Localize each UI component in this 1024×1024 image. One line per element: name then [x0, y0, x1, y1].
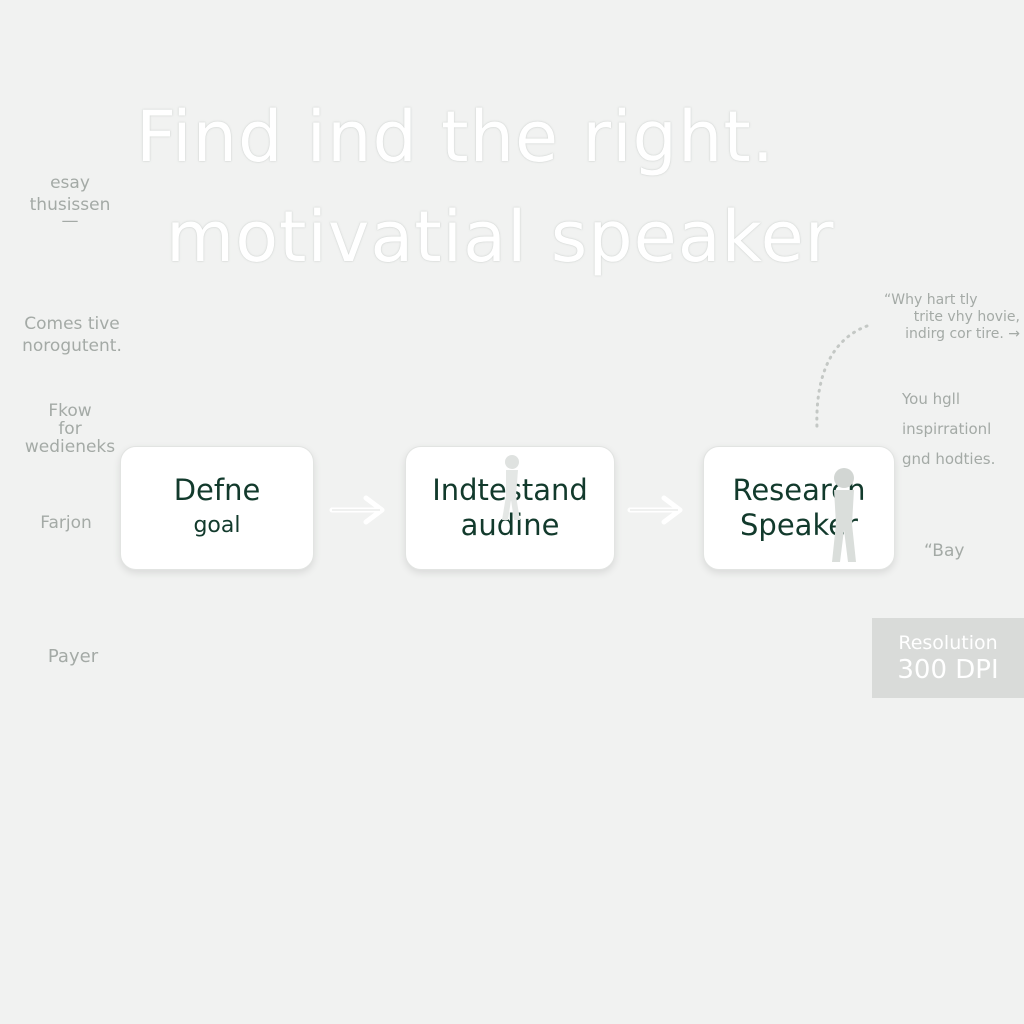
left-note-5: Payer — [47, 646, 99, 667]
resolution-label: Resolution — [898, 632, 998, 654]
right-note-bay: “Bay — [924, 541, 965, 561]
left-note-4: Farjon — [40, 513, 92, 533]
diagram-title-line-2: motivatial speaker — [166, 196, 835, 278]
arrow-right-icon — [329, 495, 385, 525]
person-silhouette-icon — [832, 468, 856, 562]
left-note-2: Comes tive norogutent. — [22, 314, 122, 356]
step-1-label-line-1: Defne — [173, 473, 261, 507]
diagram-title-line-1: Find ind the right. — [136, 96, 776, 178]
person-silhouette-icon — [502, 455, 520, 520]
dotted-connector-curve — [815, 324, 869, 430]
step-research-speaker: Research Speaker — [703, 446, 895, 570]
step-1-label-line-2: goal — [193, 513, 241, 538]
resolution-value: 300 DPI — [897, 655, 999, 685]
resolution-badge: Resolution 300 DPI — [872, 618, 1024, 698]
left-note-3: Fkow for wedieneks — [24, 401, 116, 457]
left-note-1: esay thusissen — — [29, 173, 111, 231]
right-note-inspiration: You hgll inspirrationl gnd hodties. — [902, 390, 996, 468]
step-2-label-line-2: audine — [460, 508, 560, 542]
right-note-quote: “Why hart tly trite vhy hovie, indirg co… — [884, 292, 1020, 342]
step-define-goal: Defne goal — [120, 446, 314, 570]
arrow-right-icon — [627, 495, 683, 525]
